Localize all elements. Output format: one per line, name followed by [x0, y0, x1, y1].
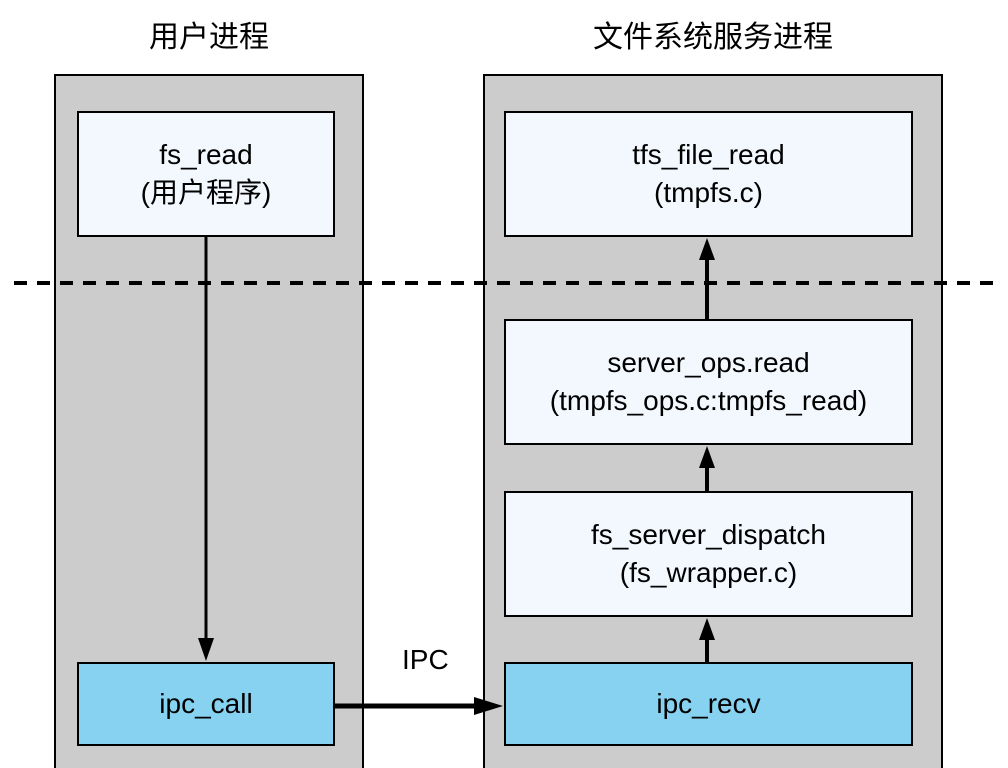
ipc-recv-node: ipc_recv: [504, 662, 913, 746]
server-ops-read-note: (tmpfs_ops.c:tmpfs_read): [549, 385, 868, 416]
tfs-file-read-name: tfs_file_read: [632, 139, 785, 170]
ipc-call-node: ipc_call: [77, 662, 335, 746]
arrowhead-right-icon: [474, 697, 503, 715]
fs-read-note: (用户程序): [140, 177, 272, 208]
ipc-edge-label: IPC: [402, 644, 449, 675]
arrowhead-down-icon: [198, 638, 214, 661]
arrowhead-up-icon: [699, 618, 715, 640]
tfs-file-read-node: tfs_file_read (tmpfs.c): [504, 111, 913, 237]
fs-read-node: fs_read (用户程序): [77, 111, 335, 237]
ipc-call-name: ipc_call: [159, 688, 253, 719]
fs-server-dispatch-node: fs_server_dispatch (fs_wrapper.c): [504, 491, 913, 617]
tfs-file-read-note: (tmpfs.c): [654, 177, 763, 208]
ipc-recv-name: ipc_recv: [656, 688, 761, 719]
arrowhead-up-icon: [699, 446, 715, 468]
fs-server-dispatch-note: (fs_wrapper.c): [619, 557, 798, 588]
server-ops-read-node: server_ops.read (tmpfs_ops.c:tmpfs_read): [504, 319, 913, 445]
arrowhead-up-icon: [699, 238, 715, 260]
fs-read-name: fs_read: [159, 139, 253, 170]
user-process-title: 用户进程: [149, 20, 269, 55]
fs-service-process-title: 文件系统服务进程: [593, 20, 833, 55]
server-ops-read-name: server_ops.read: [607, 347, 810, 378]
fs-server-dispatch-name: fs_server_dispatch: [590, 519, 826, 550]
